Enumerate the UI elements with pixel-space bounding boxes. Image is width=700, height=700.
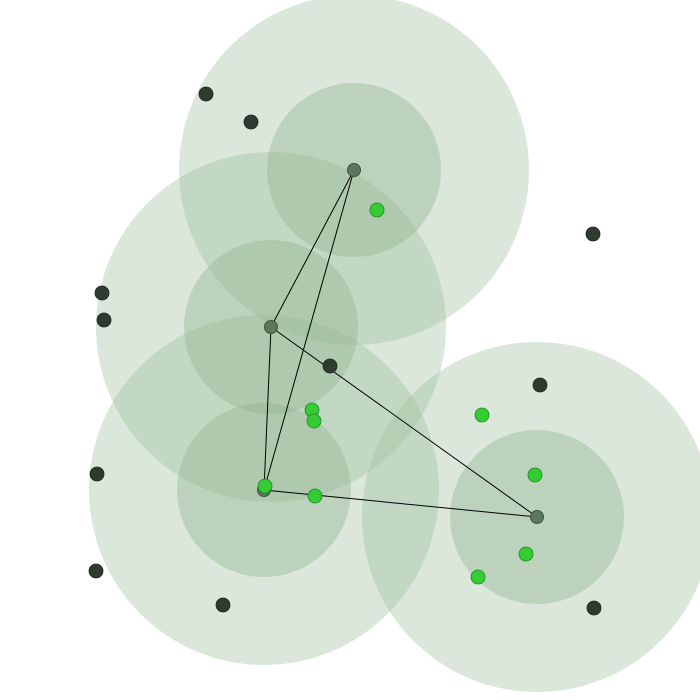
uncovered-point [94,285,110,301]
uncovered-point [215,597,231,613]
covered-point [369,202,385,218]
edge-a-c [263,169,355,491]
center-point-d [530,510,544,524]
covered-point [474,407,490,423]
covered-point [257,478,273,494]
covered-point [307,488,323,504]
edge-b-d [270,326,538,518]
covered-point [306,413,322,429]
uncovered-point [243,114,259,130]
uncovered-point [198,86,214,102]
sample-point-layer [88,86,602,616]
center-point-b [264,320,278,334]
edge-b-c [263,326,272,491]
covered-point [527,467,543,483]
uncovered-point [586,600,602,616]
uncovered-point [88,563,104,579]
covered-point [470,569,486,585]
uncovered-point [322,358,338,374]
uncovered-point [89,466,105,482]
uncovered-point [585,226,601,242]
uncovered-point [532,377,548,393]
edge-a-b [270,169,355,328]
uncovered-point [96,312,112,328]
center-point-a [347,163,361,177]
covered-point [518,546,534,562]
